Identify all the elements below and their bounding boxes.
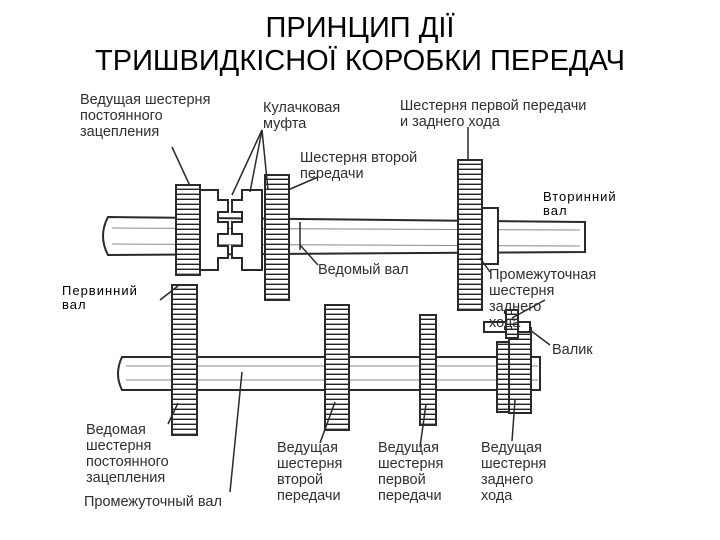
reverse-idler-gear <box>483 309 531 339</box>
leader-lines <box>159 127 551 493</box>
label-driven-shaft: Ведомый вал <box>318 262 409 278</box>
label-dog-clutch: Кулачковая муфта <box>263 100 341 132</box>
label-drive-gear-constant: Ведущая шестерня постоянного зацепления <box>80 92 211 140</box>
label-roller: Валик <box>552 342 593 358</box>
second-gear <box>264 174 290 301</box>
label-drive-second: Ведущая шестерня второй передачи <box>277 440 343 504</box>
drive-gear-reverse <box>496 327 532 414</box>
label-secondary-shaft: Вторинний вал <box>543 189 617 218</box>
drive-gear-constant-mesh <box>175 184 201 276</box>
label-countershaft: Промежуточный вал <box>84 494 222 510</box>
title-line-2: ТРИШВИДКІСНОЇ КОРОБКИ ПЕРЕДАЧ <box>95 45 625 77</box>
label-primary-shaft: Первинний вал <box>62 283 138 312</box>
label-second-gear: Шестерня второй передачи <box>300 150 418 182</box>
label-reverse-idler-gear: Промежуточная шестерня заднего хода <box>489 267 597 331</box>
drive-gear-second <box>324 304 350 431</box>
title-line-1: ПРИНЦИП ДІЇ <box>265 12 455 44</box>
first-reverse-gear <box>457 159 499 311</box>
label-first-reverse-gear: Шестерня первой передачи и заднего хода <box>400 98 587 130</box>
page-title: ПРИНЦИП ДІЇ ТРИШВИДКІСНОЇ КОРОБКИ ПЕРЕДА… <box>0 12 720 78</box>
driven-gear-constant-mesh <box>171 284 198 436</box>
label-drive-first: Ведущая шестерня первой передачи <box>378 440 444 504</box>
dog-clutch <box>199 189 263 271</box>
label-driven-gear-constant: Ведомая шестерня постоянного зацепления <box>86 422 169 486</box>
label-drive-reverse: Ведущая шестерня заднего хода <box>481 440 547 504</box>
drive-gear-first <box>419 314 437 426</box>
